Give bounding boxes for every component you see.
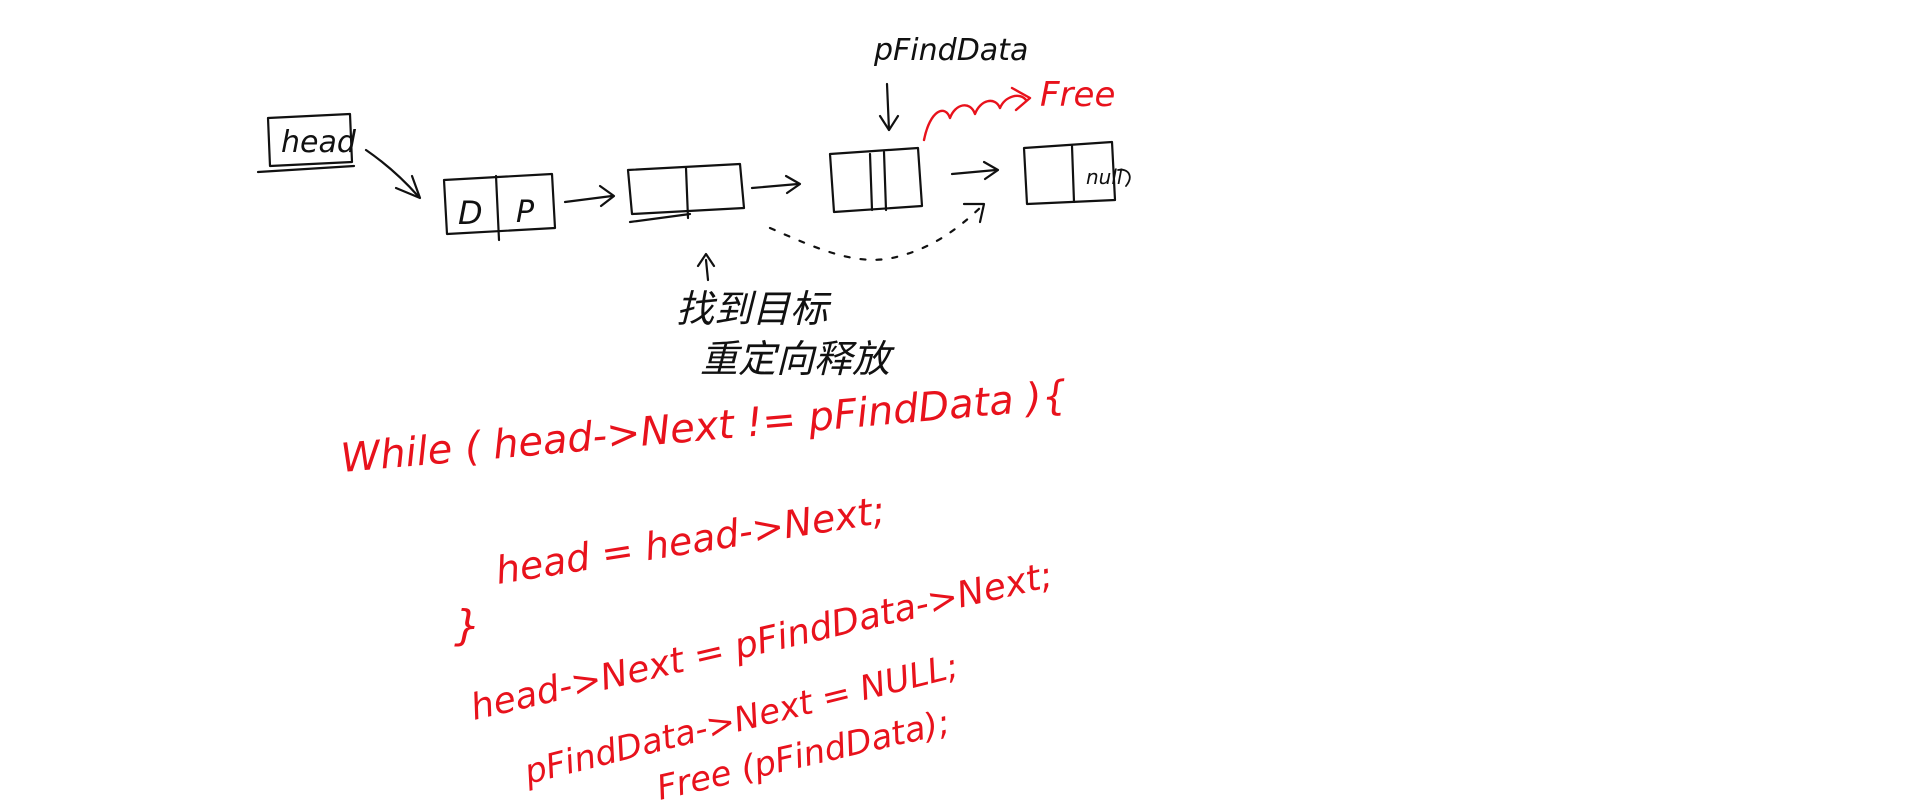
free-annotation: Free <box>922 75 1115 142</box>
code-close-brace: } <box>454 601 481 650</box>
node-2 <box>626 162 746 224</box>
arrow-node1-to-node2 <box>563 184 616 208</box>
pfinddata-pointer: pFindData <box>873 33 1028 132</box>
redirect-dashed-arrow <box>768 202 986 261</box>
code-block: While ( head->Next != pFindData ){ head … <box>339 373 1069 809</box>
code-line-1: While ( head->Next != pFindData ){ <box>339 373 1069 482</box>
arrow-node3-to-node4 <box>950 160 1000 181</box>
node-1-pointer: P <box>516 195 535 230</box>
node-3-pfinddata <box>828 146 924 214</box>
target-note: 找到目标 重定向释放 <box>676 252 895 381</box>
null-label: null <box>1086 165 1123 189</box>
arrow-head-to-node1 <box>364 148 422 200</box>
note-line-1: 找到目标 <box>676 287 832 331</box>
head-box: head <box>256 112 357 174</box>
head-label: head <box>281 125 357 160</box>
node-1-data: D <box>458 194 483 232</box>
node-1: D P <box>442 172 557 242</box>
code-line-2: head = head->Next; <box>493 488 888 593</box>
free-label: Free <box>1040 75 1115 115</box>
arrow-node2-to-node3 <box>750 174 802 195</box>
pfinddata-label: pFindData <box>873 33 1028 68</box>
node-4-tail: null <box>1022 140 1131 206</box>
note-line-2: 重定向释放 <box>700 337 895 381</box>
